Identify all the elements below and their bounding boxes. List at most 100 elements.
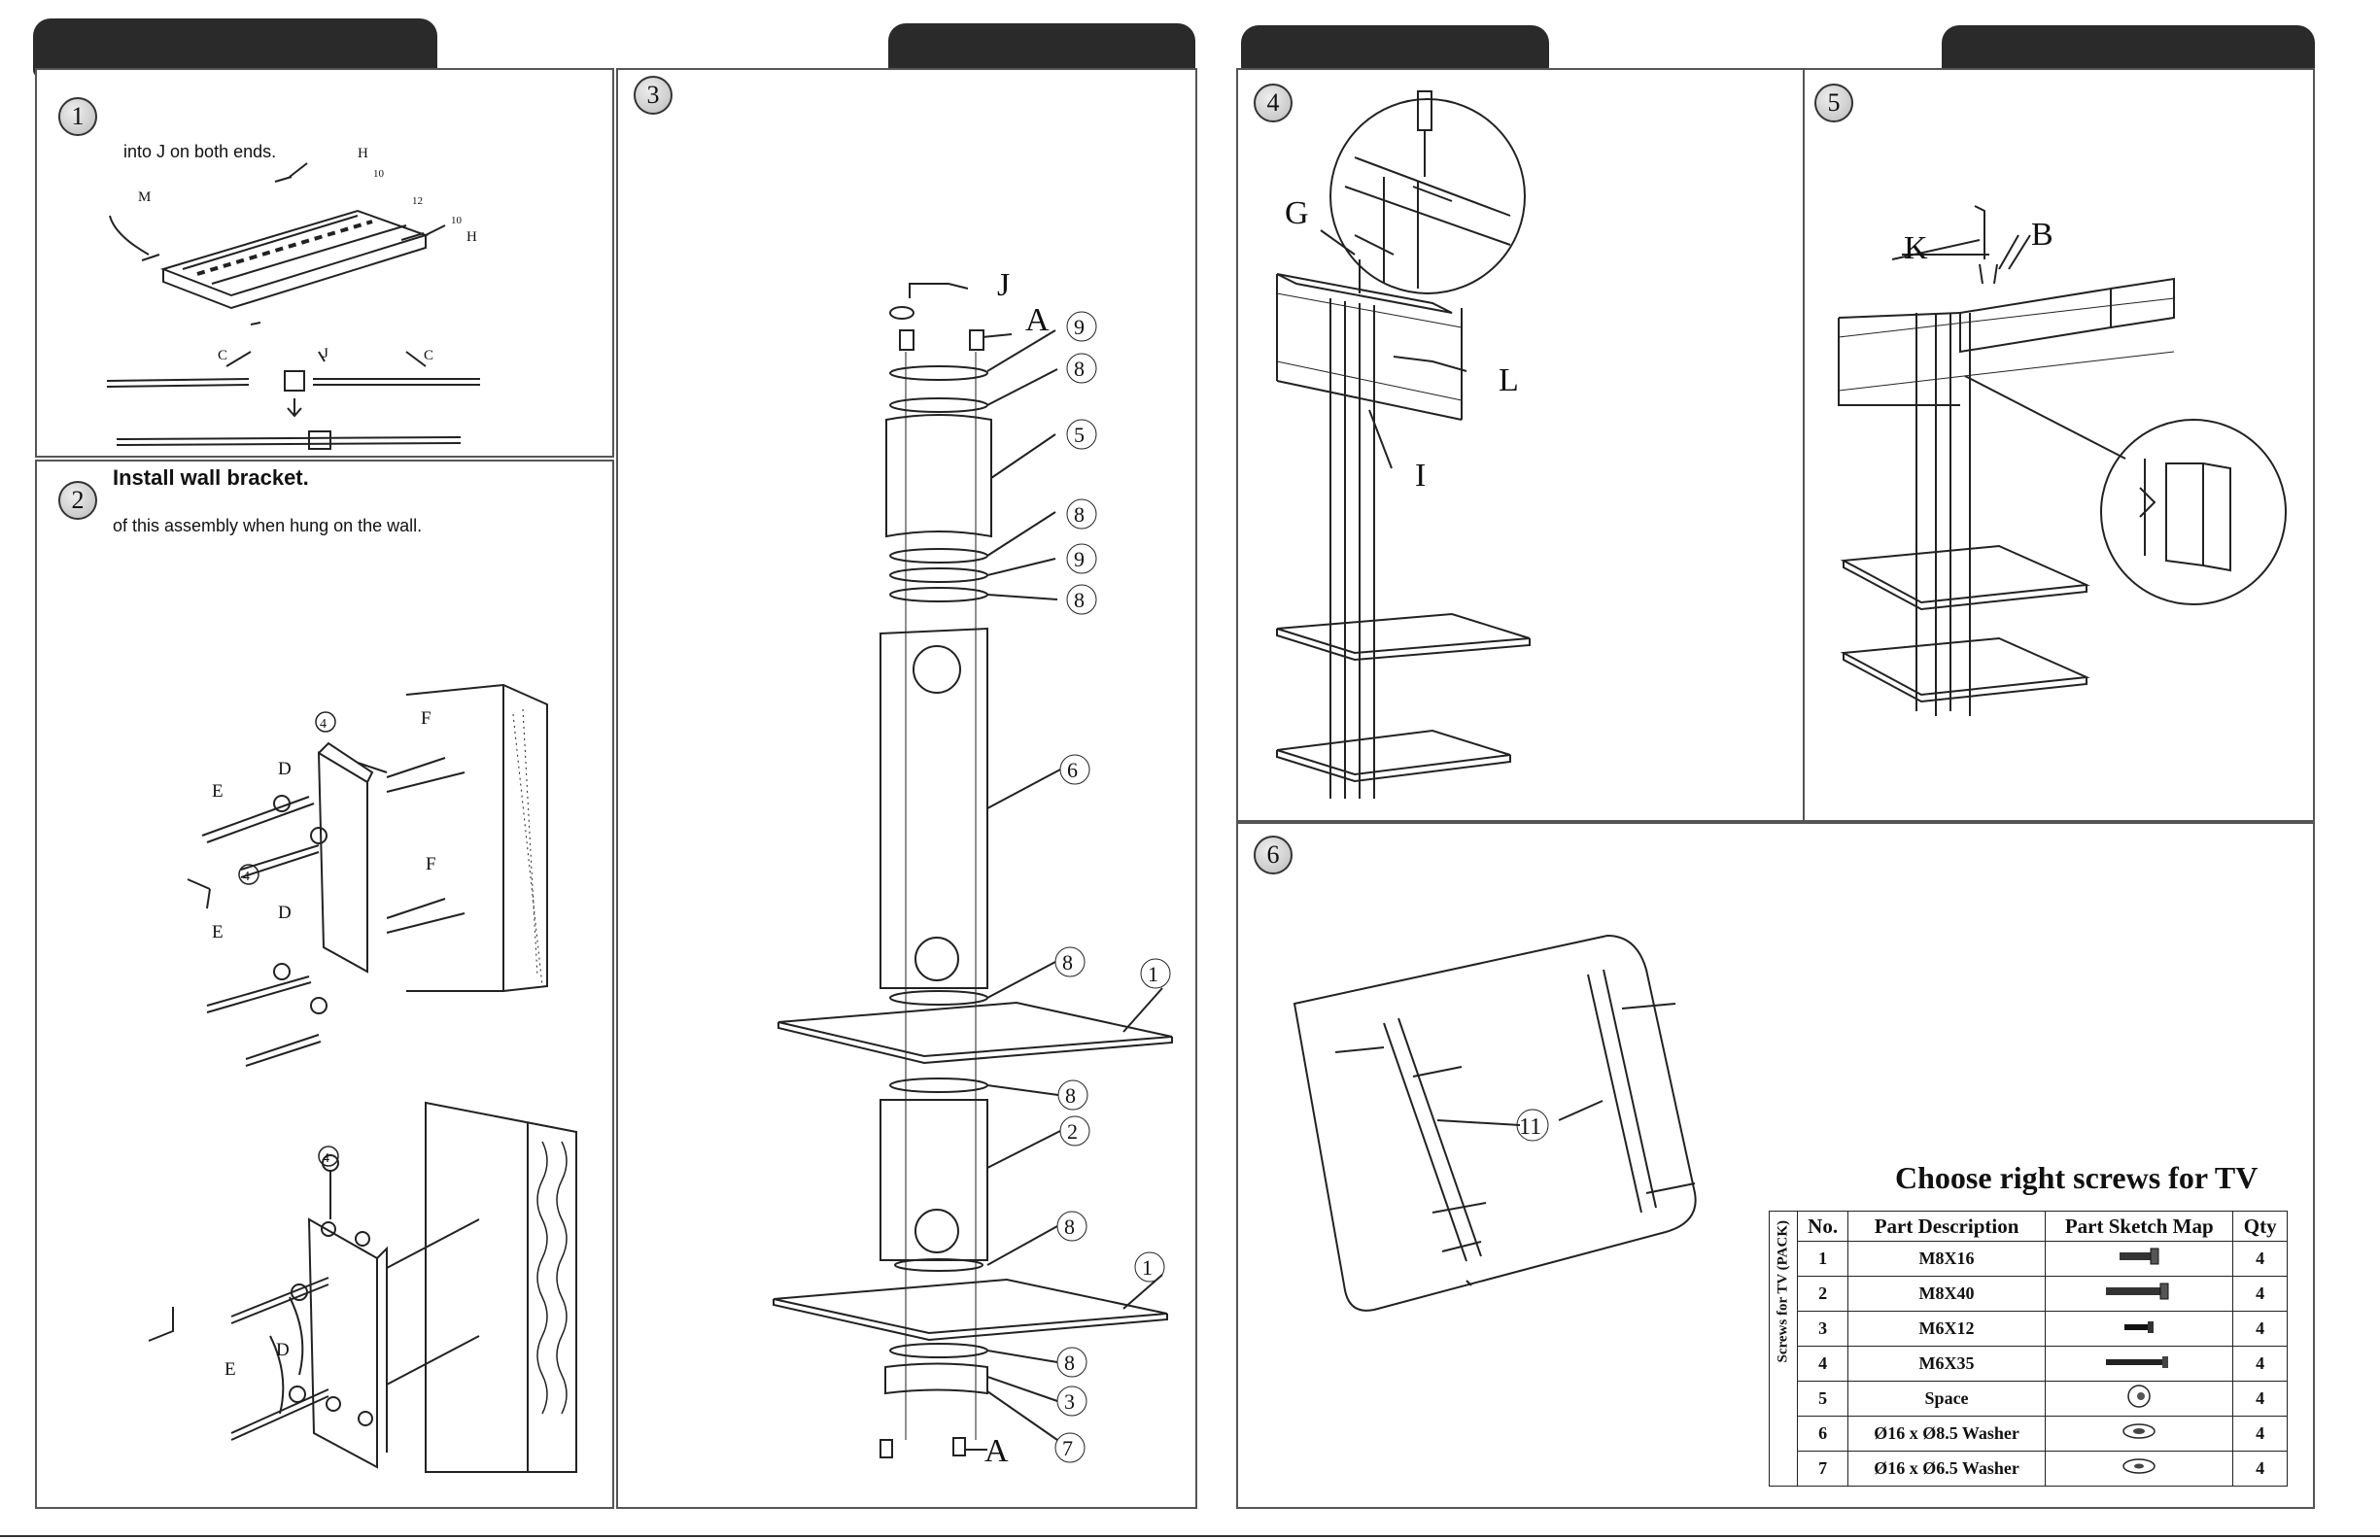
- row-qty: 4: [2232, 1311, 2288, 1347]
- label-4: 4: [320, 717, 327, 732]
- small-bolt-icon: [2045, 1311, 2234, 1347]
- label-F: F: [421, 708, 431, 729]
- row-qty: 4: [2232, 1451, 2288, 1487]
- label-11: 11: [1519, 1114, 1541, 1140]
- label-1: 1: [1148, 962, 1158, 986]
- row-qty: 4: [2232, 1416, 2288, 1452]
- side-label: Screws for TV (PACK): [1775, 1219, 1791, 1362]
- step-number: 2: [58, 481, 97, 520]
- step-2-title: Install wall bracket.: [113, 465, 309, 490]
- label-8: 8: [1074, 502, 1085, 527]
- label-4: 4: [243, 870, 250, 884]
- row-desc: M8X16: [1846, 1241, 2047, 1277]
- step-number: 5: [1814, 84, 1853, 122]
- header-tab-left: [33, 18, 437, 78]
- row-no: 1: [1797, 1241, 1848, 1277]
- step-1-text: into J on both ends.: [123, 142, 277, 161]
- row-no: 2: [1797, 1276, 1848, 1312]
- step-4-diagram: G L I: [1276, 90, 1531, 799]
- row-no: 4: [1797, 1346, 1848, 1382]
- thin-long-bolt-icon: [2045, 1346, 2234, 1382]
- label-E: E: [224, 1359, 236, 1380]
- spacer-icon: [2045, 1381, 2234, 1417]
- screw-table: Screws for TV (PACK) No. Part Descriptio…: [1768, 1211, 2288, 1487]
- header-part-description: Part Description: [1846, 1211, 2047, 1242]
- header-qty: Qty: [2232, 1211, 2288, 1242]
- step-6-panel: 6 11 Choose right screws for TV Screws f…: [1236, 822, 2315, 1509]
- table-row: 5 Space 4: [1770, 1381, 2288, 1417]
- label-M: M: [138, 189, 151, 205]
- step-5-diagram: K B: [1838, 205, 2287, 716]
- table-row: 7 Ø16 x Ø6.5 Washer 4: [1770, 1451, 2288, 1487]
- label-H: H: [466, 229, 477, 245]
- label-J: J: [323, 346, 328, 361]
- step-1-panel: 1 into J on both ends. H 10 1: [35, 68, 614, 458]
- screw-table-title: Choose right screws for TV: [1895, 1160, 2259, 1195]
- step-2-text: of this assembly when hung on the wall.: [113, 516, 423, 535]
- table-row: 2 M8X40 4: [1770, 1276, 2288, 1312]
- step-3-diagram: J A 9 8 5 8 9 8 6 8 1 8 2 8 1 8 3 A 7: [773, 267, 1173, 1469]
- step-6-diagram: 11: [1293, 934, 1697, 1312]
- label-6: 6: [1067, 758, 1078, 782]
- row-desc: Ø16 x Ø8.5 Washer: [1846, 1416, 2047, 1452]
- step-3-panel: 3: [616, 68, 1197, 1509]
- row-no: 7: [1797, 1451, 1848, 1487]
- row-qty: 4: [2232, 1276, 2288, 1312]
- row-no: 3: [1797, 1311, 1848, 1347]
- step-number: 4: [1254, 84, 1293, 122]
- label-1: 1: [1142, 1255, 1153, 1280]
- label-3: 3: [1064, 1389, 1075, 1414]
- header-part-sketch: Part Sketch Map: [2045, 1211, 2234, 1242]
- side-label-cell: Screws for TV (PACK): [1768, 1211, 1799, 1487]
- row-no: 6: [1797, 1416, 1848, 1452]
- label-F: F: [426, 854, 436, 874]
- step-2-panel: 2 Install wall bracket. of this assembly…: [35, 460, 614, 1509]
- row-desc: Space: [1846, 1381, 2047, 1417]
- label-8: 8: [1062, 950, 1073, 975]
- label-J: J: [997, 267, 1010, 303]
- label-I: I: [1415, 458, 1426, 494]
- label-A: A: [984, 1433, 1009, 1469]
- label-A: A: [1025, 302, 1050, 338]
- step-number: 1: [58, 97, 97, 136]
- label-D: D: [276, 1340, 290, 1360]
- header-tab-step3: [888, 23, 1195, 75]
- short-bolt-icon: [2045, 1241, 2234, 1277]
- label-10: 10: [451, 215, 463, 226]
- row-no: 5: [1797, 1381, 1848, 1417]
- table-row: 1 M8X16 4: [1770, 1241, 2288, 1277]
- label-B: B: [2031, 217, 2053, 253]
- row-qty: 4: [2232, 1241, 2288, 1277]
- label-10: 10: [373, 168, 385, 180]
- label-D: D: [278, 903, 292, 923]
- bottom-rule: [0, 1535, 2380, 1537]
- label-7: 7: [1062, 1436, 1073, 1460]
- label-H: H: [358, 146, 368, 161]
- header-no: No.: [1797, 1211, 1848, 1242]
- step-2-diagram: 4 F D E 4 F D E 4 D E: [148, 683, 577, 1473]
- label-8: 8: [1064, 1215, 1075, 1239]
- table-row: 6 Ø16 x Ø8.5 Washer 4: [1770, 1416, 2288, 1452]
- label-L: L: [1499, 362, 1519, 398]
- row-desc: Ø16 x Ø6.5 Washer: [1846, 1451, 2047, 1487]
- row-qty: 4: [2232, 1346, 2288, 1382]
- label-C: C: [218, 348, 227, 363]
- long-bolt-icon: [2045, 1276, 2234, 1312]
- header-tab-step5: [1942, 25, 2315, 76]
- label-D: D: [278, 759, 292, 779]
- label-9: 9: [1074, 315, 1085, 339]
- row-desc: M6X12: [1846, 1311, 2047, 1347]
- label-E: E: [212, 922, 224, 942]
- label-C: C: [424, 348, 433, 363]
- step-1-diagram: H 10 12 10 H M C J C: [106, 146, 480, 450]
- row-qty: 4: [2232, 1381, 2288, 1417]
- step-number: 6: [1254, 836, 1293, 874]
- row-desc: M8X40: [1846, 1276, 2047, 1312]
- label-2: 2: [1067, 1119, 1078, 1144]
- washer-icon: [2045, 1451, 2234, 1487]
- label-8: 8: [1074, 357, 1085, 381]
- label-4: 4: [323, 1151, 329, 1166]
- label-8: 8: [1074, 588, 1085, 612]
- step-5-panel: 5 K B: [1803, 68, 2315, 822]
- label-K: K: [1904, 230, 1928, 266]
